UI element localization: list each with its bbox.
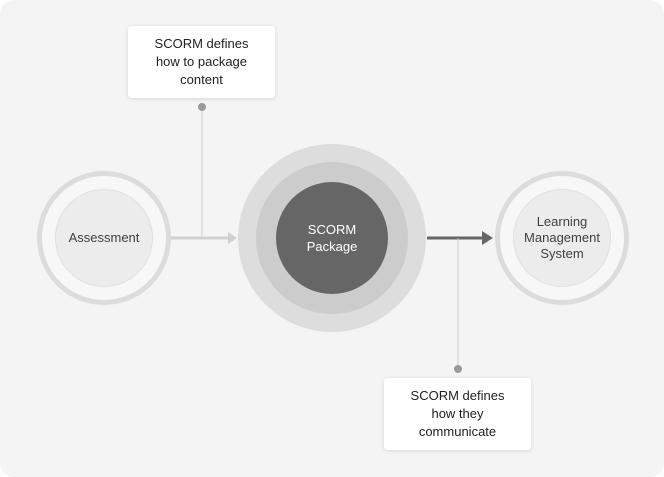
scorm-package-outer-ring: SCORM Package xyxy=(238,144,426,332)
package-to-lms-arrowhead xyxy=(482,231,493,245)
packaging-callout: SCORM defines how to package content xyxy=(128,26,275,98)
assessment-node: Assessment xyxy=(37,171,171,305)
packaging-callout-dot xyxy=(198,103,206,111)
lms-node: Learning Management System xyxy=(495,171,629,305)
scorm-package-node: SCORM Package xyxy=(276,182,388,294)
assessment-to-package-arrowhead xyxy=(228,232,237,244)
communication-callout: SCORM defines how they communicate xyxy=(384,378,531,450)
scorm-package-label: SCORM Package xyxy=(306,222,358,254)
assessment-node-inner: Assessment xyxy=(55,189,153,287)
communication-callout-dot xyxy=(454,365,462,373)
assessment-label: Assessment xyxy=(68,230,140,245)
lms-node-inner: Learning Management System xyxy=(513,189,611,287)
lms-label: Learning Management System xyxy=(524,214,600,261)
scorm-package-middle-ring: SCORM Package xyxy=(256,162,408,314)
